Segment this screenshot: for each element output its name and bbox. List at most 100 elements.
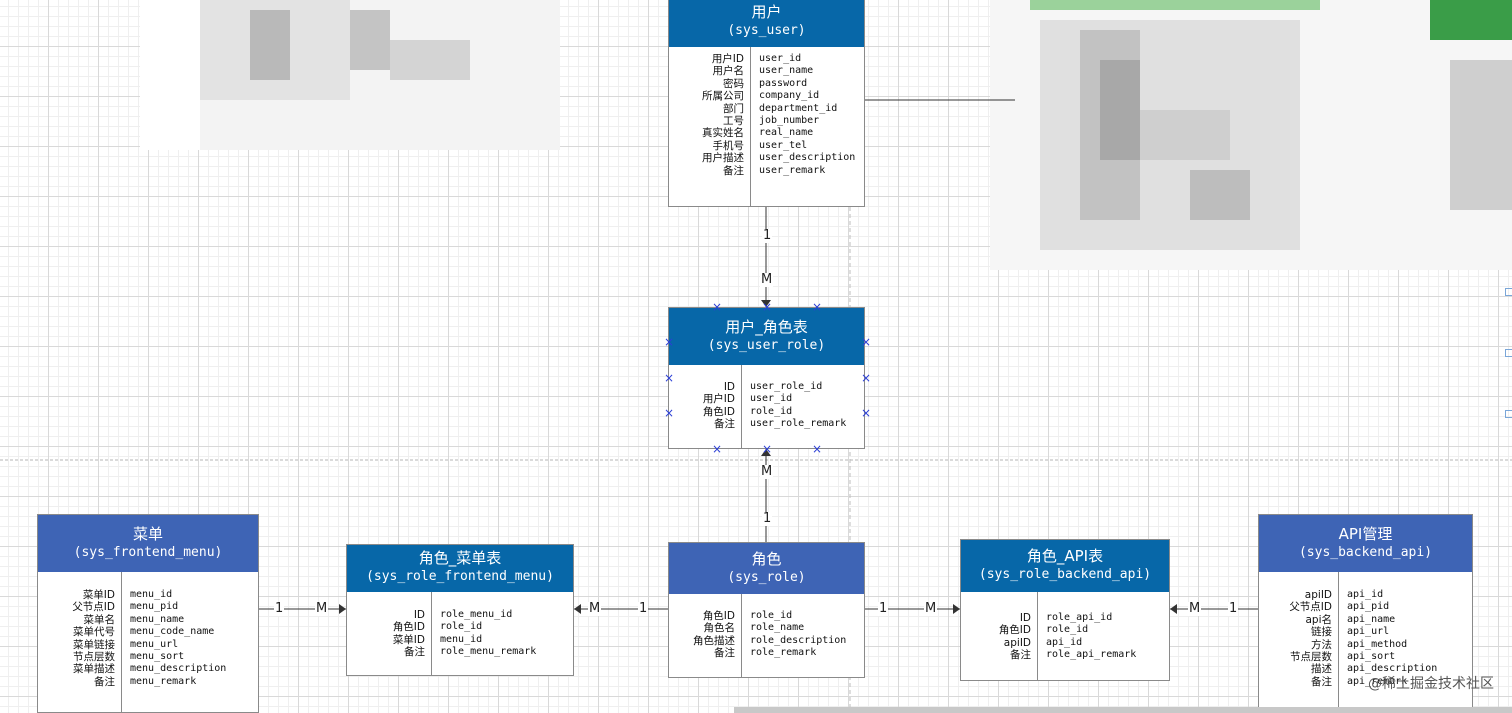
selection-handle-icon[interactable]: × — [812, 300, 823, 314]
field-label: apiID — [1003, 636, 1031, 649]
field-label: 备注 — [94, 675, 115, 688]
selection-handle-icon[interactable]: × — [861, 406, 872, 420]
field-label: 菜单ID — [82, 589, 115, 601]
field-name: menu_url — [130, 638, 179, 650]
field-name: role_name — [750, 622, 805, 634]
cardinality-label: M — [588, 601, 602, 616]
field-name: role_api_remark — [1046, 649, 1137, 661]
field-name: user_id — [750, 393, 793, 405]
selection-handle-icon[interactable]: × — [664, 371, 675, 385]
field-label: ID — [723, 381, 735, 393]
field-label: 节点层数 — [73, 651, 115, 664]
arrowhead — [761, 449, 771, 456]
field-name: user_role_remark — [750, 418, 847, 430]
entity-header: 用户 (sys_user) — [669, 0, 864, 47]
field-label: 菜单ID — [392, 633, 425, 646]
horizontal-scrollbar[interactable] — [734, 707, 1512, 713]
cardinality-label: 1 — [1228, 601, 1239, 616]
entity-header: 角色 (sys_role) — [669, 543, 864, 594]
selection-handle-icon[interactable]: × — [664, 335, 675, 349]
field-label: 备注 — [1010, 649, 1031, 662]
selection-handle-icon[interactable]: × — [861, 335, 872, 349]
field-label: 菜单代号 — [73, 626, 115, 639]
field-label: 真实姓名 — [702, 127, 744, 140]
entity-header: 菜单 (sys_frontend_menu) — [38, 515, 258, 572]
selection-handle-icon[interactable]: × — [762, 442, 773, 456]
cardinality-label: 1 — [638, 601, 649, 616]
field-name: api_pid — [1347, 601, 1390, 613]
entity-title: 角色 — [751, 550, 782, 568]
entity-title: 角色_菜单表 — [418, 549, 502, 567]
field-label: 链接 — [1311, 626, 1332, 639]
field-label: 工号 — [723, 115, 744, 128]
entity-header: 角色_菜单表 (sys_role_frontend_menu) — [347, 545, 573, 592]
field-label: 菜单描述 — [73, 663, 115, 676]
field-label: 部门 — [723, 102, 744, 115]
cardinality-label: M — [315, 601, 329, 616]
entity-table-name: (sys_frontend_menu) — [73, 545, 223, 560]
edge-handle-icon[interactable] — [1505, 349, 1512, 357]
field-name: menu_sort — [130, 651, 185, 663]
field-name: job_number — [759, 115, 820, 127]
arrowhead — [574, 604, 581, 614]
edge-handle-icon[interactable] — [1505, 288, 1512, 296]
field-label: 菜单名 — [83, 613, 116, 626]
selection-handle-icon[interactable]: × — [712, 442, 723, 456]
arrowhead — [339, 604, 346, 614]
field-label: 角色ID — [702, 405, 735, 418]
field-name: menu_id — [440, 633, 483, 645]
field-name: menu_pid — [130, 601, 179, 613]
field-name: role_id — [750, 610, 793, 621]
field-name: api_url — [1347, 626, 1390, 638]
field-label: 角色ID — [392, 621, 425, 634]
entity-table-name: (sys_user) — [727, 23, 806, 38]
field-name: department_id — [759, 102, 838, 114]
field-label: ID — [413, 609, 425, 621]
field-name: role_api_id — [1046, 612, 1113, 623]
selection-handle-icon[interactable]: × — [762, 300, 773, 314]
field-label: 备注 — [1311, 675, 1332, 688]
field-label: 角色ID — [998, 624, 1031, 637]
selection-handle-icon[interactable]: × — [812, 442, 823, 456]
field-name: user_description — [759, 152, 856, 164]
selection-handle-icon[interactable]: × — [861, 371, 872, 385]
field-label: 用户ID — [711, 53, 744, 65]
field-label: 父节点ID — [1289, 601, 1332, 614]
cardinality-label: M — [924, 601, 938, 616]
field-label: 用户描述 — [702, 152, 744, 165]
field-name: password — [759, 77, 808, 89]
field-label: 密码 — [723, 77, 744, 90]
field-label: 方法 — [1311, 638, 1332, 651]
field-label: api名 — [1305, 613, 1332, 626]
field-label: 备注 — [714, 418, 735, 431]
selection-handle-icon[interactable]: × — [664, 406, 675, 420]
field-label: 所属公司 — [702, 90, 744, 103]
entity-table-name: (sys_role) — [727, 570, 806, 585]
field-label: 备注 — [723, 164, 744, 177]
selection-handle-icon[interactable]: × — [712, 300, 723, 314]
field-name: api_remark — [1347, 675, 1408, 687]
field-name: role_id — [750, 405, 793, 417]
cardinality-label: M — [760, 272, 774, 287]
field-label: 手机号 — [712, 139, 745, 152]
edge-handle-icon[interactable] — [1505, 410, 1512, 418]
field-name: role_id — [440, 621, 483, 633]
field-label: 菜单链接 — [73, 638, 115, 651]
cardinality-label: M — [760, 464, 774, 479]
entity-table-name: (sys_user_role) — [707, 338, 826, 353]
field-name: api_name — [1347, 613, 1396, 625]
field-name: menu_id — [130, 589, 173, 600]
